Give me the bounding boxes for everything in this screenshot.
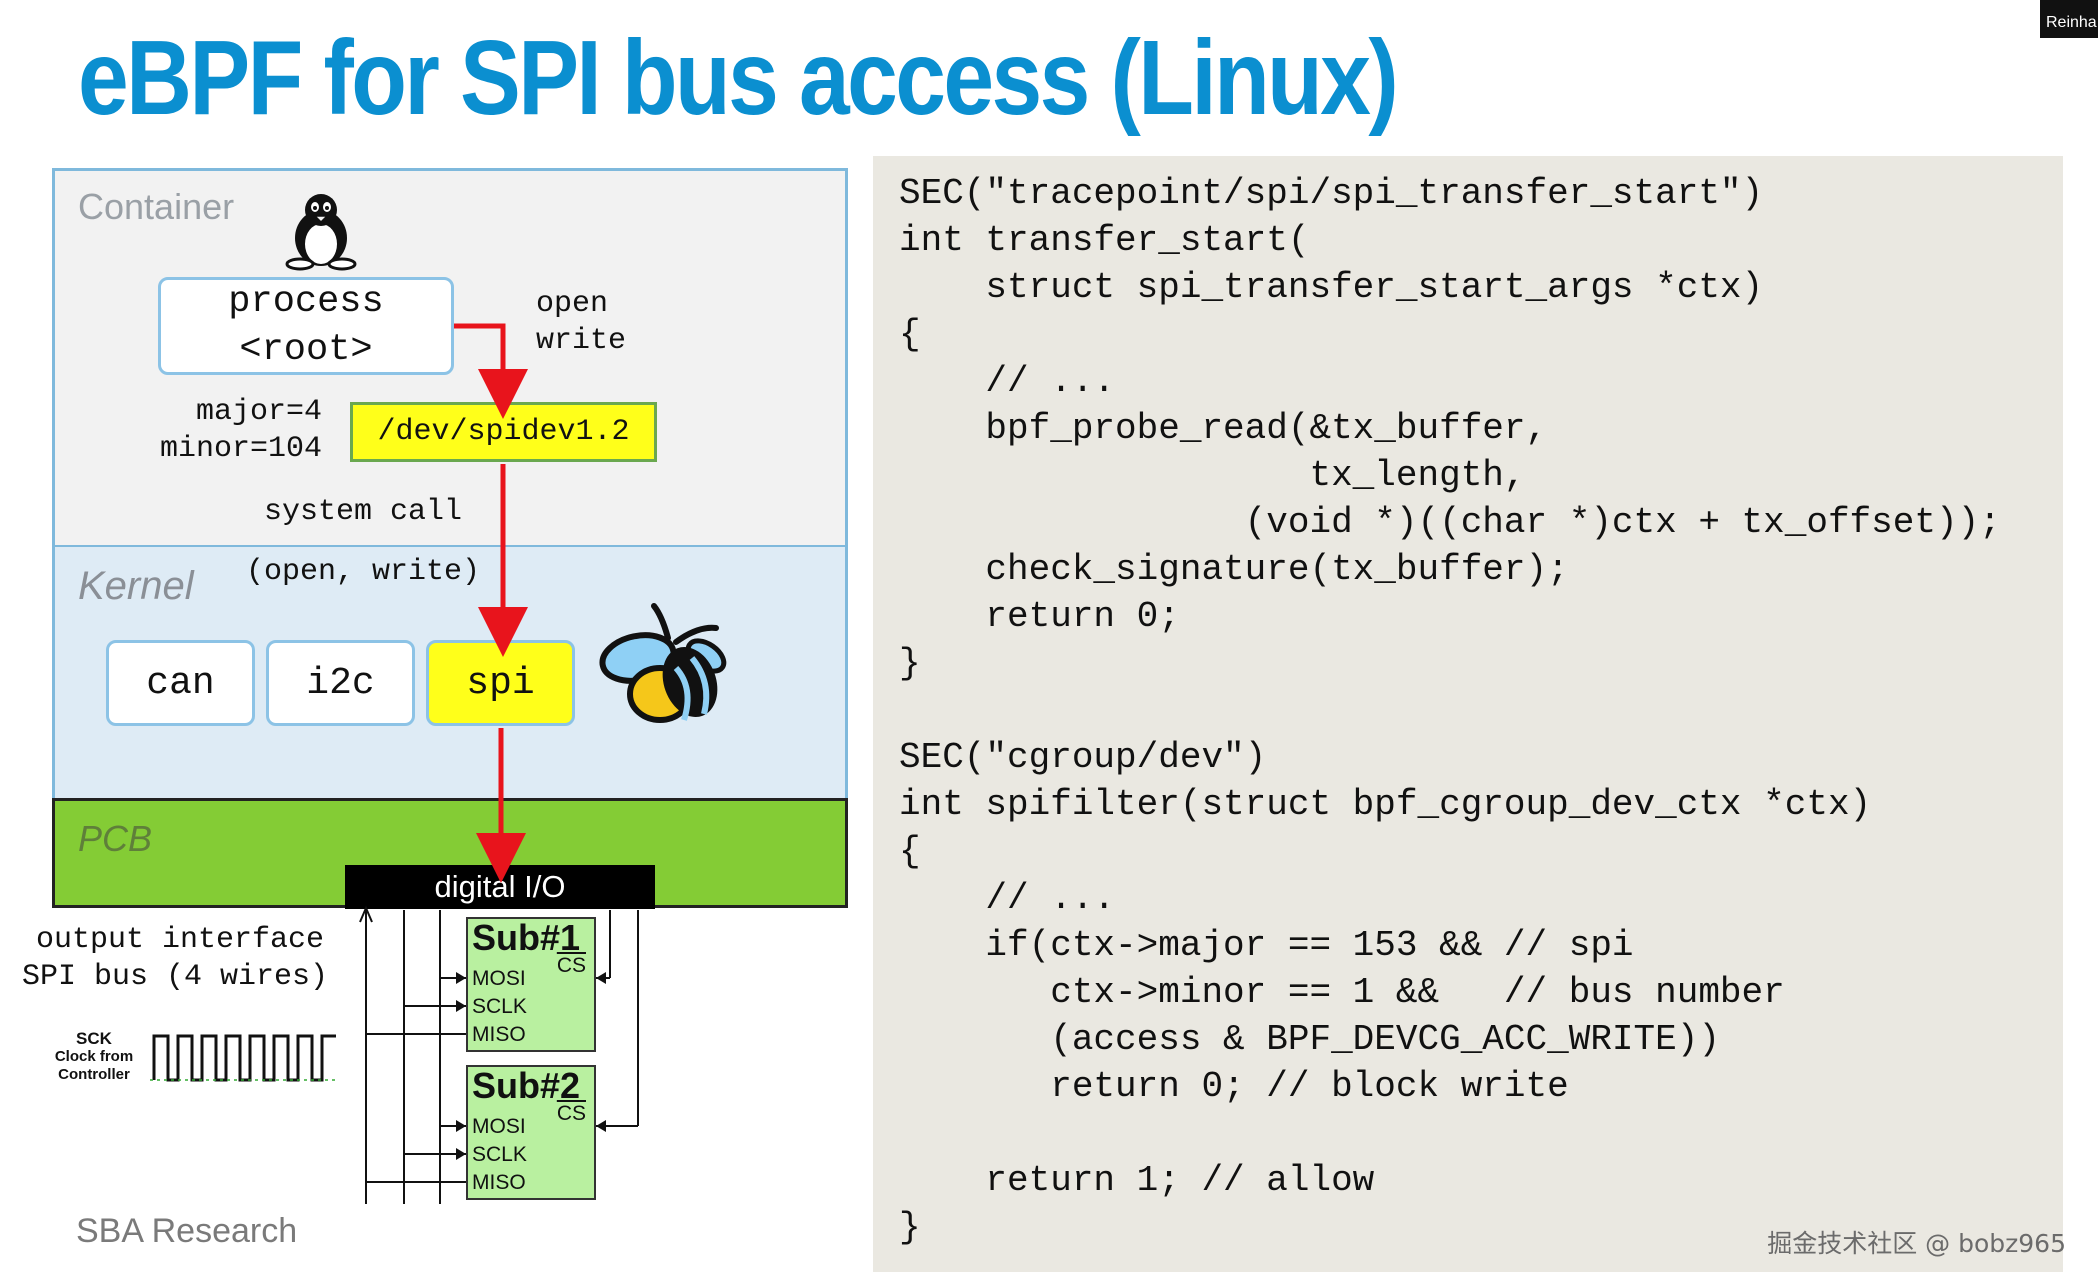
sub1-miso-pin: MISO — [472, 1023, 526, 1046]
pcb-label: PCB — [78, 818, 153, 859]
code-line: if(ctx->major == 153 && // spi — [899, 925, 1634, 966]
sub2-name: Sub#2 — [472, 1065, 581, 1106]
sck-title: SCK — [76, 1029, 112, 1048]
code-line: { — [899, 314, 921, 355]
sub1-device: Sub#1 CS MOSI SCLK MISO — [466, 917, 596, 1052]
code-line: (void *)((char *)ctx + tx_offset)); — [899, 502, 2001, 543]
speaker-name-tag: Reinha — [2040, 0, 2098, 38]
open-write-label: open write — [536, 287, 627, 358]
can-bus-box: can — [106, 640, 255, 726]
code-line: // ... — [899, 361, 1116, 402]
code-line: int spifilter(struct bpf_cgroup_dev_ctx … — [899, 784, 1872, 825]
sub1-cs-pin: CS — [556, 954, 586, 977]
process-box: process <root> — [158, 277, 454, 375]
container-label: Container — [78, 186, 235, 227]
sck-clock-caption: Clock from Controller — [54, 1048, 134, 1083]
process-label: process — [228, 281, 384, 323]
i2c-bus-box: i2c — [266, 640, 415, 726]
footer-organization: SBA Research — [76, 1212, 298, 1250]
code-line: return 0; — [899, 596, 1180, 637]
sub1-sclk-pin: SCLK — [472, 995, 527, 1018]
code-line: check_signature(tx_buffer); — [899, 549, 1569, 590]
code-line: SEC("tracepoint/spi/spi_transfer_start") — [899, 173, 1764, 214]
code-line: } — [899, 1207, 921, 1248]
process-user-label: <root> — [239, 329, 373, 371]
sck-caption: SCK Clock from Controller — [40, 1030, 148, 1084]
code-line: return 1; // allow — [899, 1160, 1375, 1201]
kernel-label: Kernel — [78, 564, 194, 608]
sub2-miso-pin: MISO — [472, 1171, 526, 1194]
code-line: { — [899, 831, 921, 872]
sub2-sclk-pin: SCLK — [472, 1143, 527, 1166]
code-line: return 0; // block write — [899, 1066, 1569, 1107]
sub2-mosi-pin: MOSI — [472, 1115, 526, 1138]
code-panel: SEC("tracepoint/spi/spi_transfer_start")… — [873, 156, 2063, 1272]
watermark: 掘金技术社区 @ bobz965 — [1767, 1229, 2066, 1258]
ebpf-bee-icon — [599, 603, 727, 723]
spi-wiring — [150, 905, 639, 1204]
code-line: int transfer_start( — [899, 220, 1310, 261]
output-interface-label: output interface SPI bus (4 wires) — [22, 923, 329, 994]
code-line: struct spi_transfer_start_args *ctx) — [899, 267, 1764, 308]
device-file-box: /dev/spidev1.2 — [350, 402, 657, 462]
open-write-call-label: (open, write) — [246, 555, 481, 589]
code-line: SEC("cgroup/dev") — [899, 737, 1267, 778]
code-line: } — [899, 643, 921, 684]
flow-arrows — [454, 323, 528, 883]
code-line: (access & BPF_DEVCG_ACC_WRITE)) — [899, 1019, 1720, 1060]
code-line: // ... — [899, 878, 1116, 919]
code-line: ctx->minor == 1 && // bus number — [899, 972, 1785, 1013]
code-line: bpf_probe_read(&tx_buffer, — [899, 408, 1548, 449]
page-title: eBPF for SPI bus access (Linux) — [78, 19, 1399, 137]
code-line — [899, 1110, 2063, 1157]
sub1-mosi-pin: MOSI — [472, 967, 526, 990]
code-line: tx_length, — [899, 455, 1526, 496]
code-line — [899, 687, 2063, 734]
sub2-device: Sub#2 CS MOSI SCLK MISO — [466, 1065, 596, 1200]
linux-penguin-icon — [285, 194, 357, 271]
code-listing: SEC("tracepoint/spi/spi_transfer_start")… — [899, 170, 2063, 1251]
sub1-name: Sub#1 — [472, 917, 581, 958]
sub2-cs-pin: CS — [556, 1102, 586, 1125]
architecture-diagram: Container Kernel PCB process <root> open… — [0, 0, 860, 1286]
system-call-label: system call — [264, 495, 463, 529]
major-minor-label: major=4 minor=104 — [160, 395, 323, 466]
